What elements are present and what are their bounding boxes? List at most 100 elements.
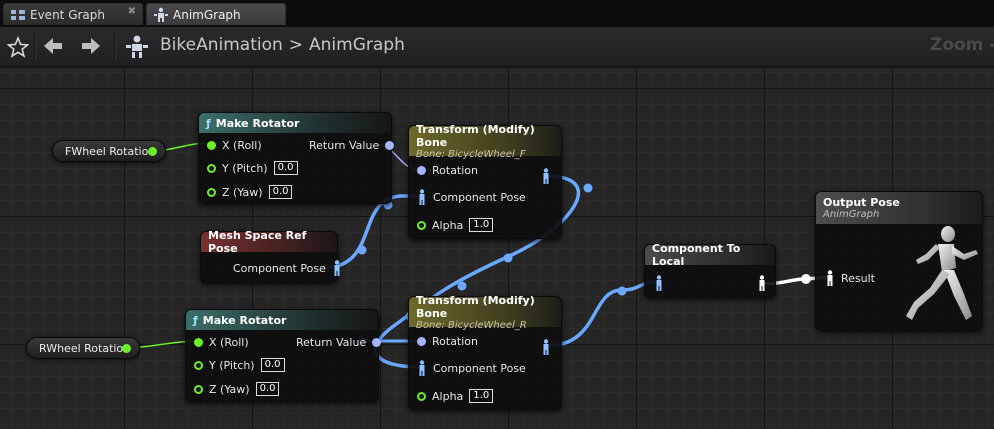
pose-input-pin-icon[interactable] bbox=[825, 270, 835, 286]
return-value-pin[interactable]: Return Value bbox=[309, 139, 395, 152]
tab-anim-graph-label: AnimGraph bbox=[173, 7, 241, 22]
node-subtitle: AnimGraph bbox=[823, 209, 880, 220]
forward-arrow-icon[interactable] bbox=[81, 37, 101, 55]
pin-label: Y (Pitch) bbox=[222, 161, 268, 175]
transform-bone-node-bottom[interactable]: Transform (Modify) Bone Bone: BicycleWhe… bbox=[408, 294, 562, 410]
breadcrumb-separator: > bbox=[288, 35, 304, 55]
z-yaw-value[interactable]: 0.0 bbox=[255, 382, 280, 396]
component-pose-output-pin[interactable]: Component Pose bbox=[233, 260, 342, 276]
pin-label: Return Value bbox=[296, 336, 367, 349]
float-output-pin[interactable] bbox=[122, 344, 131, 353]
pose-input-pin-icon[interactable] bbox=[654, 275, 664, 291]
y-pitch-value[interactable]: 0.0 bbox=[260, 358, 285, 372]
y-pitch-pin[interactable]: Y (Pitch) 0.0 bbox=[194, 358, 285, 372]
function-icon: ƒ bbox=[206, 116, 211, 130]
node-header: Output Pose AnimGraph bbox=[816, 192, 982, 224]
rotation-pin[interactable]: Rotation bbox=[417, 335, 478, 348]
fwheel-rotation-variable[interactable]: FWheel Rotation bbox=[52, 140, 166, 162]
result-pin[interactable]: Result bbox=[825, 270, 875, 286]
float-input-pin[interactable] bbox=[194, 384, 203, 394]
node-header: ƒ Make Rotator bbox=[199, 113, 391, 133]
node-header: Component To Local bbox=[645, 242, 775, 268]
fwheel-rotation-label: FWheel Rotation bbox=[65, 144, 156, 158]
pin-label: Rotation bbox=[432, 164, 479, 177]
rotator-input-pin[interactable] bbox=[417, 337, 426, 346]
transform-bone-node-top[interactable]: Transform (Modify) Bone Bone: BicycleWhe… bbox=[408, 122, 562, 239]
pose-pin-icon[interactable] bbox=[417, 189, 427, 205]
node-title: Mesh Space Ref Pose bbox=[208, 229, 307, 255]
close-icon[interactable]: ✖ bbox=[127, 6, 136, 17]
pin-label: Alpha bbox=[432, 389, 464, 403]
z-yaw-pin[interactable]: Z (Yaw) 0.0 bbox=[207, 185, 293, 199]
float-output-pin[interactable] bbox=[148, 147, 157, 156]
pin-label: Component Pose bbox=[433, 190, 526, 204]
rotation-pin[interactable]: Rotation bbox=[417, 164, 478, 177]
breadcrumb-root[interactable]: BikeAnimation bbox=[160, 35, 283, 55]
rotator-output-pin[interactable] bbox=[385, 141, 395, 150]
back-arrow-icon[interactable] bbox=[43, 37, 63, 55]
component-pose-input-pin[interactable]: Component Pose bbox=[417, 360, 526, 376]
x-roll-pin[interactable]: X (Roll) bbox=[207, 139, 262, 152]
node-title: Make Rotator bbox=[202, 313, 287, 327]
rwheel-rotation-label: RWheel Rotation bbox=[39, 341, 131, 355]
make-rotator-node-top[interactable]: ƒ Make Rotator X (Roll) Y (Pitch) 0.0 Z … bbox=[198, 112, 395, 204]
pose-pin-icon[interactable] bbox=[332, 260, 342, 276]
pin-label: Component Pose bbox=[233, 261, 326, 275]
output-pose-node[interactable]: Output Pose AnimGraph Result bbox=[815, 191, 983, 331]
alpha-value[interactable]: 1.0 bbox=[469, 389, 494, 403]
node-subtitle: Bone: BicycleWheel_F bbox=[416, 148, 526, 160]
node-header: Transform (Modify) Bone Bone: BicycleWhe… bbox=[409, 294, 561, 331]
float-input-pin[interactable] bbox=[207, 163, 216, 173]
rotator-input-pin[interactable] bbox=[417, 166, 426, 175]
return-value-pin[interactable]: Return Value bbox=[296, 336, 382, 349]
tab-bar: Event Graph ✖ AnimGraph bbox=[0, 0, 994, 27]
node-header: Transform (Modify) Bone Bone: BicycleWhe… bbox=[409, 122, 561, 160]
pin-label: X (Roll) bbox=[222, 139, 262, 152]
toolbar: BikeAnimation > AnimGraph Zoom - bbox=[0, 27, 994, 67]
pin-label: Result bbox=[841, 271, 875, 285]
mesh-space-ref-pose-node[interactable]: Mesh Space Ref Pose Component Pose bbox=[200, 229, 340, 283]
event-graph-icon bbox=[11, 9, 25, 20]
local-pose-output-pin-icon[interactable] bbox=[757, 275, 767, 291]
node-header: ƒ Make Rotator bbox=[186, 310, 378, 330]
component-pose-input-pin[interactable]: Component Pose bbox=[417, 189, 526, 205]
float-input-pin[interactable] bbox=[194, 338, 203, 347]
star-icon[interactable] bbox=[7, 36, 29, 58]
y-pitch-pin[interactable]: Y (Pitch) 0.0 bbox=[207, 161, 298, 175]
float-input-pin[interactable] bbox=[207, 141, 216, 150]
node-header: Mesh Space Ref Pose bbox=[201, 229, 337, 255]
function-icon: ƒ bbox=[193, 313, 198, 327]
pose-output-pin-icon[interactable] bbox=[541, 339, 551, 355]
tab-event-graph-label: Event Graph bbox=[30, 7, 105, 22]
node-subtitle: Bone: BicycleWheel_R bbox=[416, 319, 527, 331]
node-title: Make Rotator bbox=[215, 116, 300, 130]
tab-event-graph[interactable]: Event Graph ✖ bbox=[3, 3, 143, 25]
pin-label: Z (Yaw) bbox=[209, 382, 250, 396]
breadcrumb: BikeAnimation > AnimGraph bbox=[160, 35, 405, 55]
pose-output-pin-icon[interactable] bbox=[541, 168, 551, 184]
pin-label: Component Pose bbox=[433, 361, 526, 375]
z-yaw-pin[interactable]: Z (Yaw) 0.0 bbox=[194, 382, 280, 396]
tab-anim-graph[interactable]: AnimGraph bbox=[146, 3, 286, 25]
make-rotator-node-bottom[interactable]: ƒ Make Rotator X (Roll) Y (Pitch) 0.0 Z … bbox=[185, 309, 382, 402]
float-input-pin[interactable] bbox=[417, 391, 426, 401]
component-to-local-node[interactable]: Component To Local bbox=[644, 242, 776, 298]
alpha-pin[interactable]: Alpha 1.0 bbox=[417, 389, 494, 403]
z-yaw-value[interactable]: 0.0 bbox=[268, 185, 293, 199]
rotator-output-pin[interactable] bbox=[372, 338, 382, 347]
float-input-pin[interactable] bbox=[207, 187, 216, 197]
pin-label: Z (Yaw) bbox=[222, 185, 263, 199]
node-title: Transform (Modify) Bone bbox=[416, 122, 535, 149]
rwheel-rotation-variable[interactable]: RWheel Rotation bbox=[26, 337, 140, 359]
anim-graph-icon bbox=[154, 7, 168, 22]
x-roll-pin[interactable]: X (Roll) bbox=[194, 336, 249, 349]
pose-pin-icon[interactable] bbox=[417, 360, 427, 376]
y-pitch-value[interactable]: 0.0 bbox=[273, 161, 298, 175]
pin-label: Y (Pitch) bbox=[209, 358, 255, 372]
float-input-pin[interactable] bbox=[417, 220, 426, 230]
pin-label: Return Value bbox=[309, 139, 380, 152]
alpha-pin[interactable]: Alpha 1.0 bbox=[417, 218, 494, 232]
float-input-pin[interactable] bbox=[194, 360, 203, 370]
alpha-value[interactable]: 1.0 bbox=[469, 218, 494, 232]
